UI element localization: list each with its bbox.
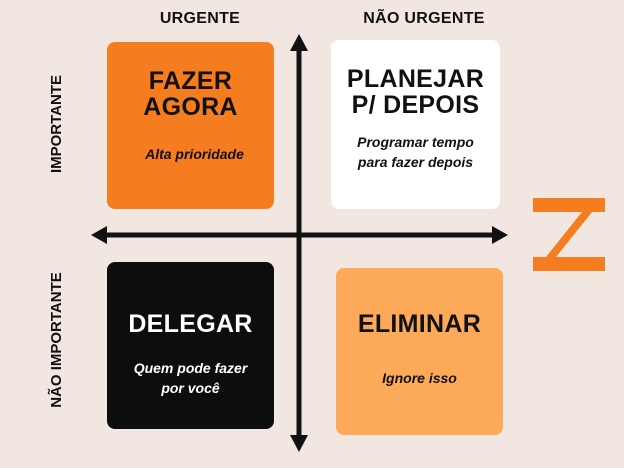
quadrant-delegate: DELEGAR Quem pode fazer por você	[107, 262, 274, 429]
quadrant-subtitle-line: Programar tempo	[357, 134, 474, 150]
arrow-left-icon	[91, 226, 107, 244]
quadrant-subtitle: Programar tempo para fazer depois	[331, 132, 500, 172]
quadrant-subtitle: Quem pode fazer por você	[107, 358, 274, 398]
quadrant-title-line: P/ DEPOIS	[351, 91, 480, 119]
quadrant-eliminate: ELIMINAR Ignore isso	[336, 268, 503, 435]
quadrant-title: PLANEJAR P/ DEPOIS	[331, 66, 500, 118]
quadrant-do-now: FAZER AGORA Alta prioridade	[107, 42, 274, 209]
quadrant-title: DELEGAR	[128, 310, 253, 338]
column-header-urgent: URGENTE	[159, 10, 241, 27]
quadrant-title: ELIMINAR	[357, 310, 482, 338]
quadrant-subtitle: Alta prioridade	[145, 146, 244, 162]
quadrant-subtitle-line: por você	[161, 380, 220, 396]
quadrant-subtitle-line: Quem pode fazer	[133, 360, 248, 376]
quadrant-subtitle: Ignore isso	[382, 370, 457, 386]
arrow-down-icon	[290, 435, 308, 452]
quadrant-title: FAZER AGORA	[107, 68, 274, 120]
quadrant-title-line: FAZER	[148, 67, 233, 95]
hourglass-logo-icon	[533, 198, 605, 271]
arrow-up-icon	[290, 34, 308, 51]
quadrant-title-line: PLANEJAR	[346, 65, 485, 93]
column-header-not-urgent: NÃO URGENTE	[363, 10, 485, 27]
quadrant-subtitle-line: para fazer depois	[357, 154, 474, 170]
quadrant-title-line: AGORA	[143, 93, 238, 121]
quadrant-plan: PLANEJAR P/ DEPOIS Programar tempo para …	[331, 40, 500, 209]
arrow-right-icon	[492, 226, 508, 244]
